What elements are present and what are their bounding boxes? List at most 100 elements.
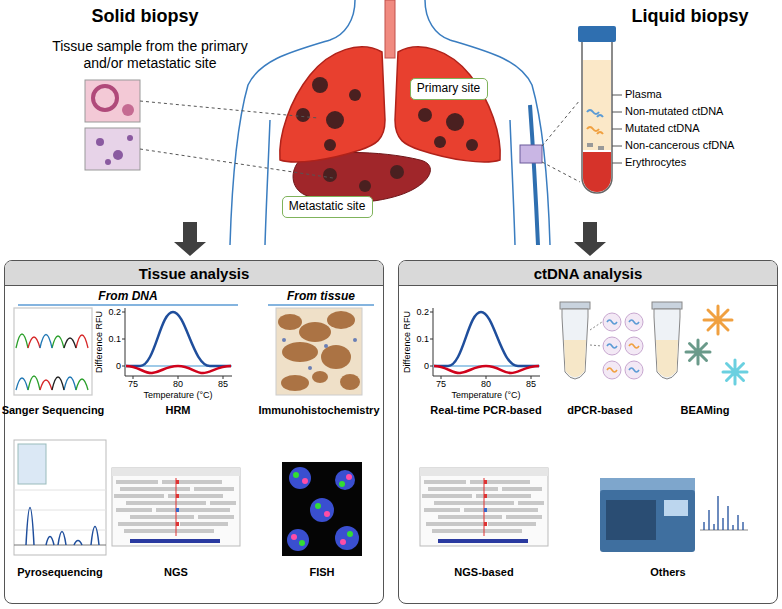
sanger-chromatogram (16, 377, 76, 390)
analysis-panel: ctDNA analysis (398, 260, 778, 604)
tube-layer-label: Non-mutated ctDNA (625, 105, 723, 118)
tumor-nodule (324, 139, 336, 151)
tube-layer-label: Non-cancerous cfDNA (625, 139, 734, 152)
method-label: Pyrosequencing (17, 566, 103, 579)
axis-tick: 80 (173, 379, 183, 390)
blood-tube (598, 146, 604, 150)
down-arrow (574, 222, 606, 256)
fish-image (335, 470, 355, 490)
axis-tick: 85 (218, 379, 228, 390)
method-label: Sanger Sequencing (2, 404, 105, 417)
section-label: From DNA (98, 289, 157, 303)
lung (280, 47, 385, 162)
method-label: Immunohistochemistry (258, 404, 379, 417)
dashed-leader (140, 101, 333, 178)
tissue-image (85, 80, 140, 170)
ihc-image (282, 342, 318, 362)
column-heading: Liquid biopsy (632, 6, 749, 28)
axis-tick: 80 (481, 379, 491, 390)
pyrogram (14, 440, 106, 555)
ihc-image (353, 338, 357, 342)
axis-title: Temperature (°C) (143, 390, 212, 401)
panel-header: ctDNA analysis (399, 261, 777, 286)
sanger-chromatogram (14, 308, 92, 395)
method-label: NGS-based (454, 566, 513, 579)
ihc-image (282, 338, 286, 342)
sanger-chromatogram (14, 308, 92, 395)
ihc-image (324, 344, 328, 348)
tumor-nodule (446, 113, 464, 131)
tumor-nodule (323, 168, 337, 182)
blood-tube (578, 26, 622, 193)
column-subtitle: Tissue sample from the primary and/or me… (35, 38, 265, 72)
tissue-image (96, 138, 104, 146)
beaming-signal (723, 360, 747, 384)
fish-image (287, 529, 309, 551)
tumor-nodule (390, 165, 404, 179)
hrm-chart (122, 308, 232, 379)
blood-tube (587, 143, 593, 147)
body-outline (265, 120, 270, 245)
fish-image (315, 503, 321, 509)
blood-tube (583, 152, 611, 192)
micro-tube (652, 302, 682, 379)
dpcr-wells (603, 313, 643, 379)
blood-tube (583, 60, 611, 150)
tumor-nodule (418, 108, 432, 122)
section-rule (268, 304, 374, 306)
ihc-image (276, 308, 362, 395)
instrument (700, 530, 748, 531)
tumor-nodule (434, 136, 446, 148)
ihc-image (276, 308, 362, 395)
fish-image (293, 472, 353, 546)
dpcr-wells (607, 320, 639, 372)
method-label: Real-time PCR-based (430, 404, 541, 417)
fish-image (291, 534, 297, 540)
tube-layer-label: Mutated ctDNA (625, 122, 700, 135)
tissue-image (105, 159, 111, 165)
lung (395, 47, 500, 162)
vein (530, 105, 538, 245)
tumor-nodule (466, 139, 478, 151)
ihc-image (321, 345, 351, 369)
tissue-image (85, 128, 140, 170)
ngs-reads (112, 468, 240, 546)
axis-tick: 0 (116, 361, 121, 372)
puncture-site (520, 145, 542, 163)
blood-tube (578, 26, 616, 42)
ihc-image (278, 314, 302, 330)
sanger-chromatogram (40, 335, 52, 349)
axis-tick: 75 (436, 379, 446, 390)
dpcr-wells (607, 344, 639, 372)
fish-image (287, 467, 359, 551)
sanger-chromatogram (40, 380, 52, 390)
sanger-chromatogram (64, 338, 76, 348)
pyrogram (14, 545, 106, 546)
panel-header: Tissue analysis (5, 261, 383, 286)
method-label: FISH (309, 566, 334, 579)
blood-tube (587, 110, 603, 117)
tumor-nodule (296, 108, 310, 122)
site-label: Metastatic site (289, 199, 366, 213)
axis-tick: 0.1 (108, 334, 121, 345)
ihc-image (327, 311, 355, 329)
sanger-chromatogram (52, 377, 64, 390)
fish-image (310, 498, 334, 522)
fish-image (302, 478, 308, 484)
fish-image (324, 511, 330, 517)
pyrogram (26, 508, 99, 546)
pcr-chart (430, 308, 540, 379)
fish-image (347, 531, 353, 537)
axis-title: Temperature (°C) (451, 390, 520, 401)
instrument (600, 478, 748, 552)
instrument (606, 500, 656, 540)
beaming-signal (686, 340, 710, 364)
tissue-image (113, 150, 123, 160)
axis-title: Difference RFU (402, 311, 413, 373)
ihc-image (282, 338, 357, 370)
axis-tick: 0 (424, 361, 429, 372)
dpcr-wells (590, 322, 602, 346)
